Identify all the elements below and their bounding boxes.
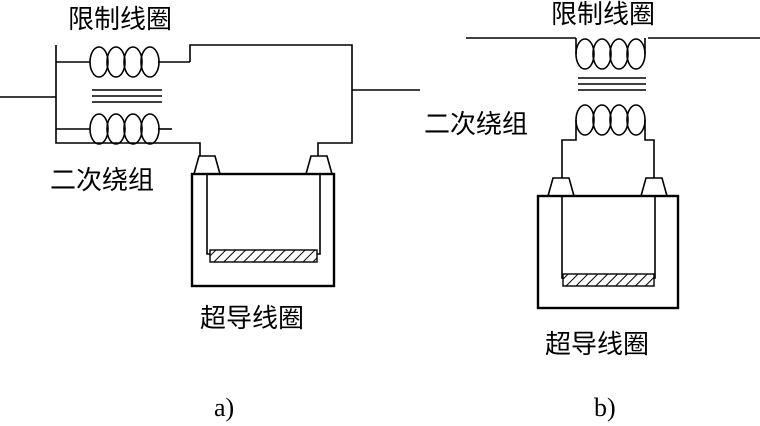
label-superconducting-coil-b: 超导线圈 xyxy=(545,330,649,360)
secondary-coil-b xyxy=(575,104,646,136)
limiting-coil-a xyxy=(56,46,190,78)
secondary-coil-a xyxy=(56,113,172,145)
superconducting-coil-a xyxy=(190,155,336,288)
limiting-coil-b xyxy=(466,37,760,70)
label-secondary-winding-b: 二次绕组 xyxy=(424,110,528,140)
superconducting-coil-b xyxy=(536,177,680,310)
wiring-a xyxy=(0,44,420,156)
transformer-core-b xyxy=(578,77,646,91)
figure-a: 限制线圈 xyxy=(0,5,420,422)
label-limiting-coil-b: 限制线圈 xyxy=(551,0,655,30)
figure-b: 限制线圈 xyxy=(424,0,760,422)
hatched-element-b xyxy=(562,273,655,287)
label-secondary-winding-a: 二次绕组 xyxy=(50,166,154,196)
wiring-b xyxy=(561,120,655,178)
caption-b: b) xyxy=(594,393,616,422)
hatched-element-a xyxy=(209,249,318,263)
label-limiting-coil-a: 限制线圈 xyxy=(68,5,172,35)
caption-a: a) xyxy=(214,393,234,422)
label-superconducting-coil-a: 超导线圈 xyxy=(200,304,304,334)
transformer-core-a xyxy=(92,89,162,103)
